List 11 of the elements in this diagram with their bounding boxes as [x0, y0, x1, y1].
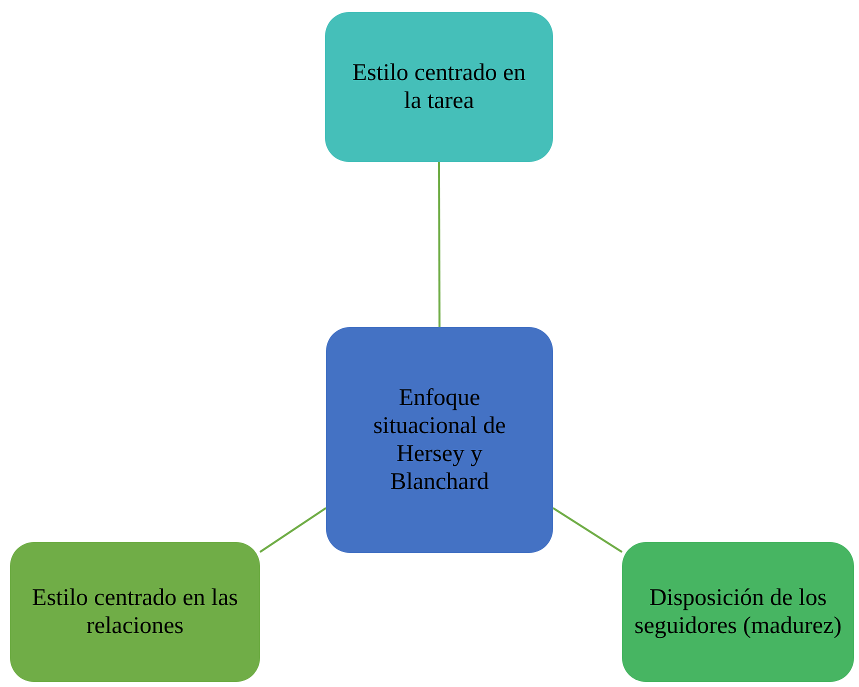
connector-line: [438, 162, 440, 327]
connector-line: [552, 507, 623, 553]
box-label: Enfoque situacional de Hersey y Blanchard: [372, 384, 507, 496]
box-label: Estilo centrado en las relaciones: [31, 584, 239, 640]
box-label: Disposición de los seguidores (madurez): [633, 584, 843, 640]
connector-line: [259, 507, 327, 553]
rounded-box: [622, 542, 854, 682]
rounded-box: [325, 12, 553, 162]
rounded-box: [326, 327, 553, 553]
box-label: Estilo centrado en la tarea: [351, 59, 527, 115]
rounded-box: [10, 542, 260, 682]
